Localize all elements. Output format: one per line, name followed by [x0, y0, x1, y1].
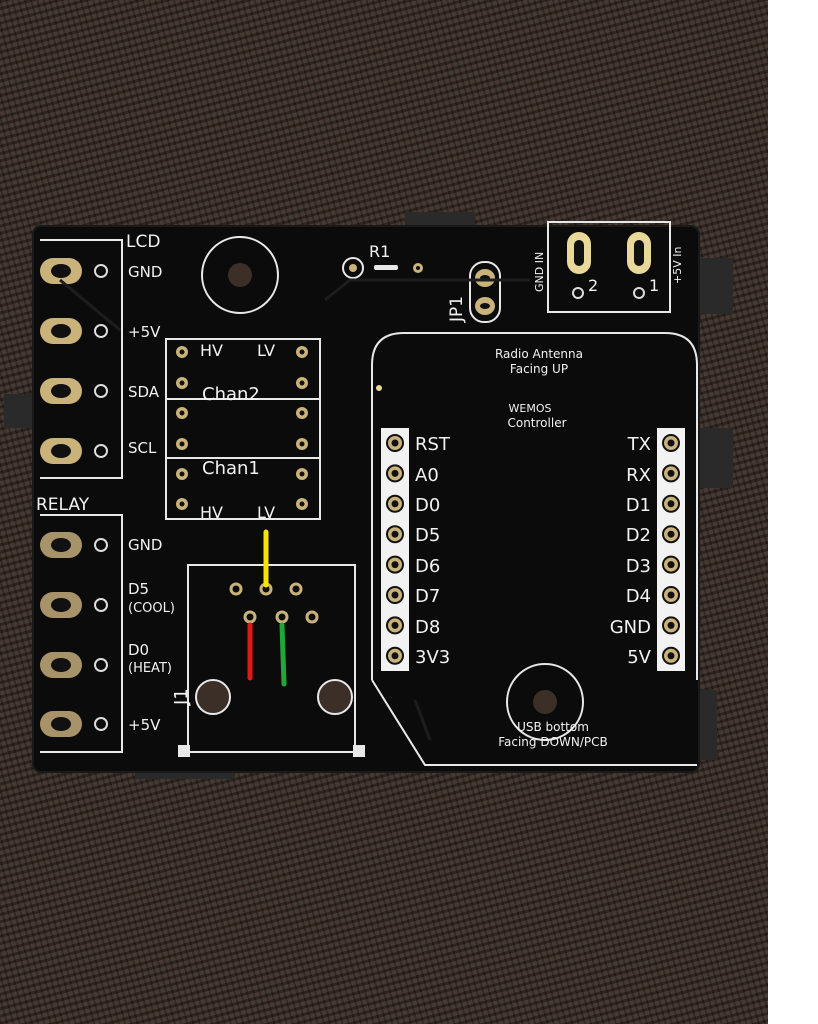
- lcd-pin-label-sda: SDA: [128, 383, 160, 401]
- lcd-pin-label-5v: +5V: [128, 323, 161, 341]
- relay-header: RELAY: [36, 495, 90, 515]
- relay-section: [40, 514, 123, 753]
- lcd-pins: GND +5V SDA SCL: [40, 258, 162, 464]
- wemos-left-pin-d6: D6: [415, 556, 440, 577]
- wemos-right-pad-hole-0: [667, 439, 675, 447]
- pcb-board: [32, 225, 700, 773]
- plus5v-in-label: +5V In: [671, 247, 684, 284]
- wemos-left-pad-hole-4: [391, 561, 399, 569]
- level-shifter-hv-bottom: HV: [200, 503, 223, 522]
- wemos-label-line2: Controller: [507, 416, 566, 430]
- wemos-right-header: [657, 428, 685, 671]
- relay-pin-gnd: GND: [40, 532, 162, 558]
- wemos-left-pad-hole-1: [391, 469, 399, 477]
- wemos-right-pad-hole-4: [667, 561, 675, 569]
- lcd-pin-scl: SCL: [40, 438, 157, 464]
- rj45-jack-j1: [178, 564, 365, 757]
- relay-pin-label-5v: +5V: [128, 716, 161, 734]
- power-terminal-1: 1: [649, 276, 659, 295]
- wemos-right-pin-rx: RX: [626, 465, 651, 486]
- level-shifter: [165, 338, 321, 520]
- lcd-pin-gnd: GND: [40, 258, 162, 284]
- level-shifter-lv-top: LV: [257, 341, 275, 360]
- wemos-right-pin-d1: D1: [626, 495, 651, 516]
- wemos-right-pin-d3: D3: [626, 556, 651, 577]
- relay-pin-d0: D0 (HEAT): [40, 641, 172, 678]
- wemos-left-pad-hole-3: [391, 530, 399, 538]
- wemos-left-pin-rst: RST: [415, 434, 451, 455]
- wemos-right-pad-hole-3: [667, 530, 675, 538]
- antenna-note-line1: Radio Antenna: [495, 347, 583, 361]
- wemos-right-pin-gnd: GND: [610, 617, 651, 638]
- power-terminal-2: 2: [588, 276, 598, 295]
- wemos-left-pin-d8: D8: [415, 617, 440, 638]
- wemos-right-pin-d2: D2: [626, 525, 651, 546]
- lcd-section: [40, 239, 123, 479]
- level-shifter-hv-top: HV: [200, 341, 223, 360]
- relay-pin-5v: +5V: [40, 711, 161, 737]
- mounting-hole-top: [201, 236, 279, 314]
- level-shifter-chan1: Chan1: [202, 458, 260, 479]
- relay-pin-label-d5: D5: [128, 580, 149, 598]
- jp1-label: JP1: [447, 296, 467, 323]
- relay-pin-label-d0: D0: [128, 641, 149, 659]
- wemos-left-pad-hole-6: [391, 621, 399, 629]
- lcd-pin-5v: +5V: [40, 318, 161, 344]
- wire-green: [279, 622, 287, 687]
- wemos-label-line1: WEMOS: [509, 402, 552, 415]
- pcb-traces: [59, 278, 530, 741]
- wemos-right-pad-hole-6: [667, 621, 675, 629]
- relay-pins: GND D5 (COOL) D0 (HEAT) +5V: [40, 532, 175, 737]
- image-margin: [768, 0, 818, 1024]
- wemos-right-pin-5v: 5V: [627, 647, 651, 668]
- resistor-r1: [342, 257, 423, 279]
- wemos-right-pad-hole-7: [667, 652, 675, 660]
- wemos-left-labels: RST A0 D0 D5 D6 D7 D8 3V3: [415, 434, 451, 668]
- wemos-left-pin-d5: D5: [415, 525, 440, 546]
- relay-pin-label-heat: (HEAT): [128, 661, 172, 676]
- usb-note-line1: USB bottom: [517, 720, 589, 734]
- power-input-block: [547, 221, 671, 313]
- wemos-right-pin-d4: D4: [626, 586, 651, 607]
- wemos-left-pin-a0: A0: [415, 465, 439, 486]
- level-shifter-lv-bottom: LV: [257, 503, 275, 522]
- lcd-pin-label-gnd: GND: [128, 263, 162, 281]
- wemos-right-pad-hole-5: [667, 591, 675, 599]
- wemos-left-pin-d7: D7: [415, 586, 440, 607]
- wemos-left-pin-d0: D0: [415, 495, 440, 516]
- mounting-hole-bottom: [506, 663, 584, 741]
- wemos-left-pad-hole-2: [391, 500, 399, 508]
- jumper-jp1: [469, 261, 501, 323]
- wemos-right-pad-hole-1: [667, 469, 675, 477]
- relay-pin-label-cool: (COOL): [128, 601, 175, 616]
- gnd-in-label: GND IN: [533, 252, 546, 292]
- wemos-left-pad-hole-0: [391, 439, 399, 447]
- wemos-left-pin-3v3: 3V3: [415, 647, 450, 668]
- wemos-left-pad-hole-5: [391, 591, 399, 599]
- wemos-outline: [371, 332, 698, 766]
- wemos-right-pad-hole-2: [667, 500, 675, 508]
- lcd-pin-sda: SDA: [40, 378, 160, 404]
- level-shifter-chan2: Chan2: [202, 384, 260, 405]
- pcb-drawing: LCD GND +5V SDA: [4, 212, 733, 779]
- wemos-right-pin-tx: TX: [627, 434, 651, 455]
- r1-label: R1: [369, 242, 390, 261]
- lcd-header: LCD: [126, 232, 160, 252]
- relay-pin-d5: D5 (COOL): [40, 580, 175, 618]
- wemos-left-pad-hole-7: [391, 652, 399, 660]
- wemos-left-header: [381, 428, 409, 671]
- j1-label: J1: [171, 688, 192, 706]
- lcd-pin-label-scl: SCL: [128, 439, 157, 457]
- relay-pin-label-gnd: GND: [128, 536, 162, 554]
- wemos-right-labels: TX RX D1 D2 D3 D4 GND 5V: [610, 434, 652, 668]
- antenna-note-line2: Facing UP: [510, 362, 568, 376]
- wemos-pin1-marker: [376, 385, 382, 391]
- pcb-photo: LCD GND +5V SDA: [0, 0, 768, 1024]
- usb-note-line2: Facing DOWN/PCB: [498, 735, 608, 749]
